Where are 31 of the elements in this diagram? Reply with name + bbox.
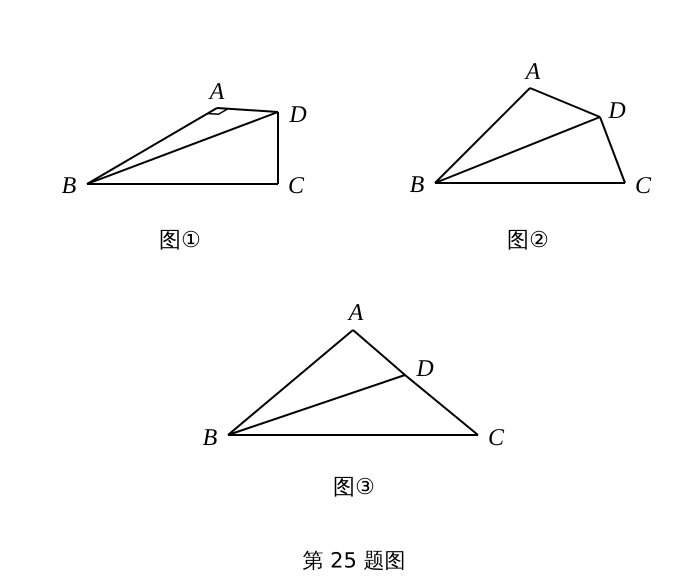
vertex-label: A [210,80,224,104]
vertex-label: A [526,60,540,84]
line-segment [435,182,625,184]
vertex-label: D [289,103,307,127]
vertex-label: C [635,174,651,198]
line-segment [216,107,278,113]
line-segment [86,107,218,185]
vertex-label: C [288,174,304,198]
vertex-label: D [608,99,626,123]
line-segment [530,87,600,118]
figure-label: 图③ [333,477,375,499]
vertex-label: B [202,426,218,450]
line-segment [434,116,600,184]
line-segment [227,329,354,436]
line-segment [352,329,406,376]
line-segment [228,374,406,436]
figure-label: 图① [159,230,201,252]
vertex-label: C [488,426,504,450]
line-segment [404,374,479,436]
line-segment [277,112,279,184]
vertex-label: A [348,301,364,325]
figure-label: 图② [507,230,549,252]
line-segment [87,183,278,185]
vertex-label: D [416,357,434,381]
vertex-label: B [410,173,424,197]
line-segment [228,434,478,436]
line-segment [434,87,531,184]
vertex-label: B [62,174,76,198]
line-segment [599,116,626,184]
caption: 第 25 题图 [302,550,406,572]
line-segment [86,111,278,185]
